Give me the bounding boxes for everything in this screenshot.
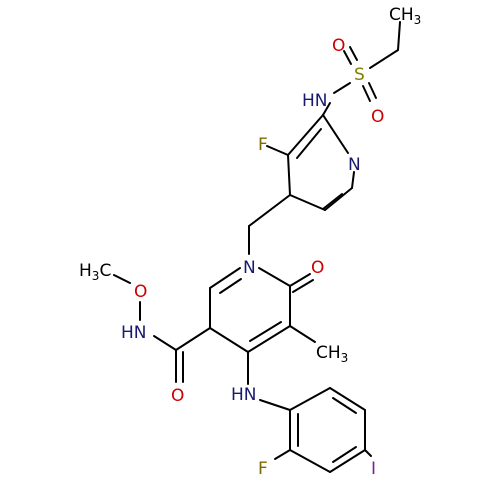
atom-nitrogen-pyridinone: N bbox=[243, 258, 256, 278]
atom-sulfur: S bbox=[354, 65, 365, 85]
bond bbox=[368, 82, 377, 99]
atom-nitrogen-pyridine: N bbox=[348, 155, 361, 175]
bond bbox=[274, 449, 291, 460]
bond bbox=[249, 321, 282, 342]
bond bbox=[364, 449, 372, 457]
bond bbox=[259, 399, 291, 411]
atom-oxygen-carbonyl: O bbox=[311, 258, 324, 278]
bond bbox=[351, 171, 355, 189]
bond bbox=[292, 279, 314, 293]
atom-iodine: I bbox=[371, 459, 376, 479]
bond bbox=[333, 82, 351, 94]
bond bbox=[289, 325, 316, 343]
bond bbox=[332, 397, 357, 414]
atom-nh-amide: HN bbox=[121, 323, 147, 343]
bonds bbox=[113, 21, 401, 473]
bond bbox=[289, 194, 326, 211]
atom-nh-aniline: HN bbox=[231, 385, 257, 405]
bond bbox=[329, 387, 366, 411]
bond bbox=[113, 274, 131, 284]
bond bbox=[248, 194, 291, 227]
bond bbox=[289, 273, 311, 287]
bond bbox=[287, 114, 324, 156]
bond bbox=[289, 387, 331, 411]
atom-nh-sulfonamide: HN bbox=[302, 91, 328, 111]
bond bbox=[296, 128, 322, 159]
atom-fluorine-pyridine: F bbox=[258, 135, 268, 155]
bond bbox=[287, 154, 291, 196]
bond bbox=[219, 278, 242, 294]
bond bbox=[322, 193, 343, 210]
bond bbox=[369, 49, 399, 69]
bond bbox=[324, 187, 353, 211]
bond bbox=[322, 114, 349, 154]
atom-oxygen-amide: O bbox=[171, 386, 184, 406]
bond bbox=[266, 145, 289, 156]
bond bbox=[332, 446, 357, 463]
atom-oxygen-methoxy: O bbox=[134, 282, 147, 302]
bond bbox=[247, 325, 291, 353]
atom-oxygen-sulfonyl-left: O bbox=[332, 36, 345, 56]
bond bbox=[322, 102, 331, 116]
atom-ch3-ring: CH3 bbox=[316, 343, 348, 365]
bond bbox=[153, 335, 177, 351]
bond bbox=[343, 50, 352, 65]
atom-fluorine-phenyl: F bbox=[258, 459, 268, 479]
bond bbox=[209, 267, 241, 289]
bond bbox=[209, 327, 249, 353]
bond bbox=[329, 449, 366, 473]
bond bbox=[175, 327, 211, 351]
atom-oxygen-sulfonyl-right: O bbox=[371, 107, 384, 127]
bond bbox=[349, 46, 358, 61]
atom-h3c-methoxy: H3C bbox=[79, 261, 111, 283]
bond bbox=[258, 267, 291, 287]
bond bbox=[397, 21, 401, 51]
atom-labels: CH3 S O O HN F N N O H3C O bbox=[79, 5, 421, 479]
bond bbox=[362, 85, 371, 102]
atom-ch3-top: CH3 bbox=[389, 5, 421, 27]
bond bbox=[289, 449, 331, 473]
